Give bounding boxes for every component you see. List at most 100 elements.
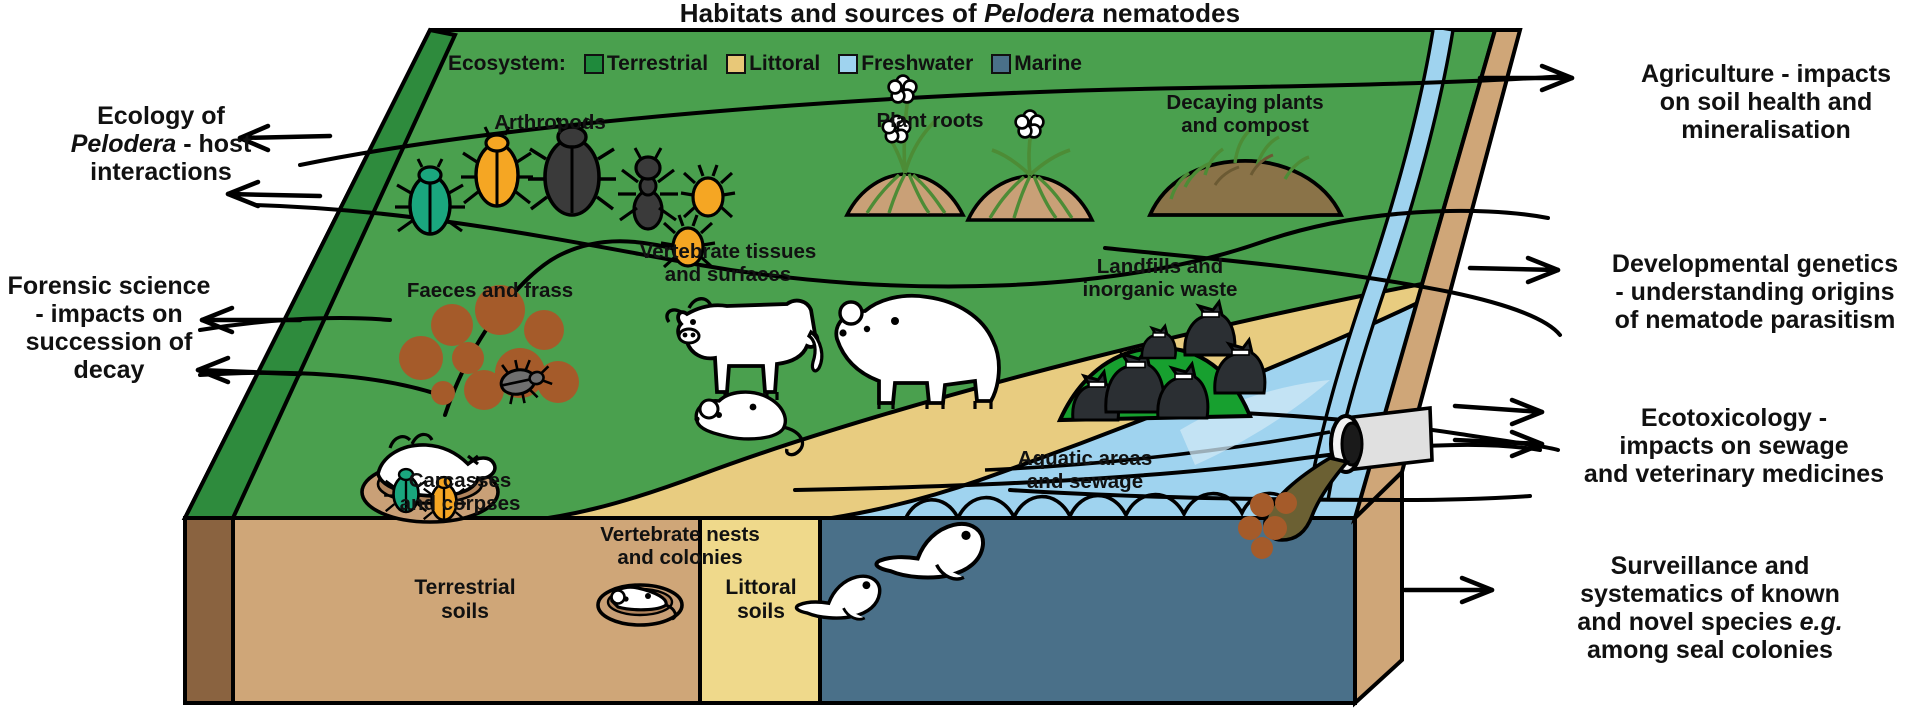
flower-icon xyxy=(881,74,918,144)
mite-icon xyxy=(660,214,716,269)
label-aquatic-sewage-line1: Aquatic areas xyxy=(1017,447,1153,470)
soil-terrestrial-line2: soils xyxy=(441,600,489,624)
label-vertebrate-nests-line1: Vertebrate nests xyxy=(600,523,760,546)
label-aquatic-sewage-line2: and sewage xyxy=(1026,469,1144,493)
legend-item-freshwater: Freshwater xyxy=(838,52,973,76)
sewage-pipe-icon xyxy=(1238,405,1434,559)
label-agriculture: Agriculture - impacts on soil health and… xyxy=(1592,60,1920,144)
dung-icon xyxy=(399,285,579,410)
beetle-icon xyxy=(395,158,465,236)
label-surveillance-eg: e.g. xyxy=(1799,608,1843,636)
label-forensic: Forensic science - impacts on succession… xyxy=(0,272,234,384)
arrow-icon-group xyxy=(195,63,1575,605)
label-ecotox-line2: impacts on sewage xyxy=(1619,432,1849,460)
label-arthropods-text: Arthropods xyxy=(494,111,606,134)
label-vertebrate-tissues-line1: Vertebrate tissues xyxy=(639,240,817,263)
legend-item-littoral: Littoral xyxy=(726,52,820,76)
label-forensic-line2: - impacts on xyxy=(35,300,183,328)
label-landfills: Landfills and inorganic waste xyxy=(1040,255,1280,302)
label-faeces-frass-text: Faeces and frass xyxy=(406,279,574,302)
label-carcasses-line1: Carcasses xyxy=(408,469,512,492)
title-post: nematodes xyxy=(1094,0,1241,28)
label-plant-roots: Plant roots xyxy=(830,109,1030,133)
seal-icon xyxy=(794,574,882,621)
legend-caption: Ecosystem: xyxy=(448,52,566,75)
label-devgen-line3: of nematode parasitism xyxy=(1614,306,1896,334)
figure-title: Habitats and sources of Pelodera nematod… xyxy=(0,0,1920,29)
label-ecology-taxon: Pelodera xyxy=(70,130,177,158)
beetle-icon xyxy=(384,467,428,514)
wave-crest-line xyxy=(984,430,1331,472)
mite-icon xyxy=(680,164,736,219)
label-developmental-genetics: Developmental genetics - understanding o… xyxy=(1570,250,1920,334)
soil-terrestrial-line1: Terrestrial xyxy=(414,576,516,599)
arthropods-illustration xyxy=(395,117,736,269)
beetle-icon xyxy=(499,359,553,405)
label-forensic-line1: Forensic science xyxy=(7,272,211,300)
label-carcasses-line2: and corpses xyxy=(399,491,521,515)
beetle-icon xyxy=(461,126,533,208)
ecosystem-legend: Ecosystem: Terrestrial Littoral Freshwat… xyxy=(448,52,1082,76)
label-surveillance-line1: Surveillance and xyxy=(1610,552,1810,580)
terrestrial-right-edge-band xyxy=(1350,28,1523,525)
label-agriculture-line2: on soil health and xyxy=(1659,88,1873,116)
compost-heap-icon xyxy=(1147,129,1344,217)
wave-icon xyxy=(903,491,1303,518)
legend-label-terrestrial: Terrestrial xyxy=(606,52,709,75)
label-decaying-plants-line1: Decaying plants xyxy=(1166,91,1324,114)
label-landfills-line2: inorganic waste xyxy=(1082,277,1238,301)
legend-swatch-marine xyxy=(991,54,1012,74)
title-pre: Habitats and sources of xyxy=(679,0,985,28)
beetle-icon xyxy=(422,475,466,522)
marine-soil-bar xyxy=(818,516,1357,705)
label-vertebrate-tissues-line2: and surfaces xyxy=(664,262,792,286)
landfill-illustration xyxy=(1056,298,1267,423)
mouse-icon xyxy=(694,390,805,457)
ant-icon xyxy=(618,147,678,231)
label-ecology-line2: Pelodera - host xyxy=(70,130,252,158)
label-carcasses: Carcasses and corpses xyxy=(345,469,575,516)
label-ecotox-line3: and veterinary medicines xyxy=(1583,460,1885,488)
label-arthropods: Arthropods xyxy=(455,111,645,135)
bin-bag-icon xyxy=(1183,298,1237,357)
label-faeces-frass: Faeces and frass xyxy=(370,279,610,303)
soil-block-left-face xyxy=(183,516,235,705)
label-vertebrate-nests: Vertebrate nests and colonies xyxy=(570,523,790,570)
flower-icon xyxy=(1014,109,1045,139)
label-surveillance-line4: among seal colonies xyxy=(1587,636,1833,664)
sewage-particles-icon xyxy=(1238,492,1297,559)
legend-swatch-terrestrial xyxy=(583,54,604,74)
legend-swatch-freshwater xyxy=(838,54,859,74)
terrestrial-left-edge-band xyxy=(181,27,458,520)
soil-bar-label-littoral: Littoral soils xyxy=(702,576,820,624)
label-decaying-plants: Decaying plants and compost xyxy=(1130,91,1360,138)
plant-icon xyxy=(965,109,1095,222)
label-devgen-line2: - understanding origins xyxy=(1615,278,1895,306)
soil-bar-label-terrestrial: Terrestrial soils xyxy=(300,576,630,624)
carcass-icon xyxy=(360,432,500,524)
title-italic-taxon: Pelodera xyxy=(984,0,1095,28)
label-agriculture-line3: mineralisation xyxy=(1681,116,1851,144)
legend-label-littoral: Littoral xyxy=(749,52,821,75)
bear-icon xyxy=(834,293,1001,409)
nest-icon xyxy=(596,583,684,627)
sewage-plume xyxy=(1180,380,1330,465)
legend-label-freshwater: Freshwater xyxy=(861,52,974,75)
label-forensic-line4: decay xyxy=(73,356,145,384)
label-decaying-plants-line2: and compost xyxy=(1181,113,1309,137)
label-surveillance: Surveillance and systematics of known an… xyxy=(1500,552,1920,664)
plant-icon xyxy=(844,74,966,217)
label-ecology-line3: interactions xyxy=(90,158,232,186)
legend-label-marine: Marine xyxy=(1014,52,1082,75)
soil-littoral-line1: Littoral xyxy=(725,576,797,599)
label-agriculture-line1: Agriculture - impacts xyxy=(1640,60,1892,88)
river-outline-left xyxy=(1306,30,1435,501)
label-vertebrate-tissues: Vertebrate tissues and surfaces xyxy=(608,240,848,287)
label-devgen-line1: Developmental genetics xyxy=(1611,250,1899,278)
plant-roots-illustration xyxy=(844,74,1095,222)
label-forensic-line3: succession of xyxy=(25,328,193,356)
label-vertebrate-nests-line2: and colonies xyxy=(617,545,743,569)
bin-bag-icon xyxy=(1140,323,1177,360)
